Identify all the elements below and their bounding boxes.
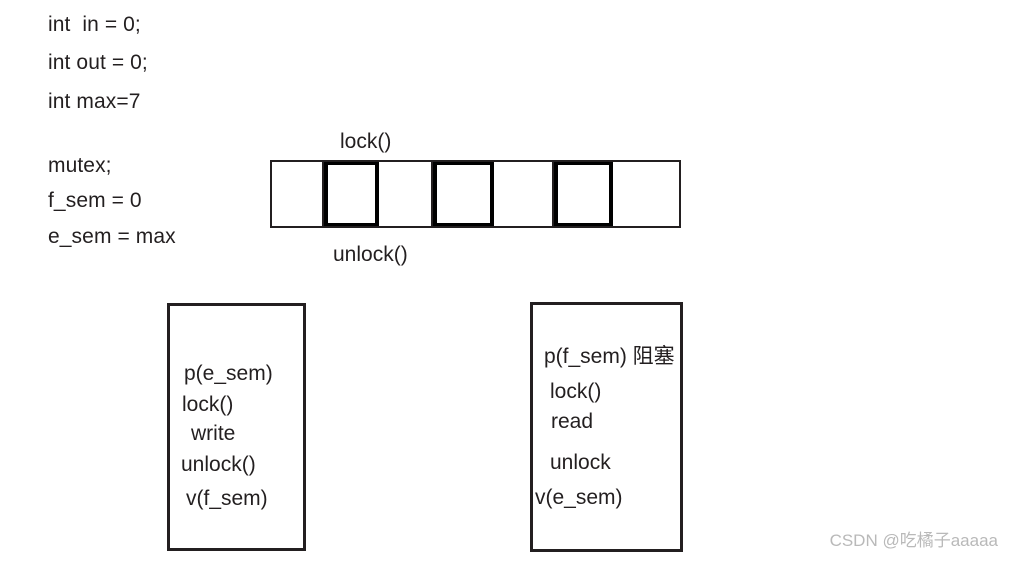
producer-line: unlock() [181,453,256,476]
declaration-line: int out = 0; [48,51,148,74]
buffer-cell-4 [433,162,494,226]
consumer-line: unlock [550,451,611,474]
producer-line: v(f_sem) [186,487,268,510]
producer-line: lock() [182,393,234,416]
consumer-process-box: p(f_sem) 阻塞 lock() read unlock v(e_sem) [530,302,683,552]
buffer-unlock-label: unlock() [333,243,408,266]
buffer-cell-7 [613,162,679,226]
declaration-line: int in = 0; [48,13,141,36]
declaration-line: f_sem = 0 [48,189,142,212]
consumer-line: v(e_sem) [535,486,623,509]
producer-line: p(e_sem) [184,362,273,385]
declaration-line: int max=7 [48,90,141,113]
watermark-label: CSDN @吃橘子aaaaa [829,531,998,550]
shared-buffer [270,160,681,228]
buffer-cell-1 [272,162,324,226]
declaration-line: e_sem = max [48,225,176,248]
buffer-cell-3 [379,162,433,226]
producer-line: write [191,422,236,445]
declaration-line: mutex; [48,154,112,177]
buffer-cell-6 [554,162,613,226]
consumer-line: p(f_sem) 阻塞 [544,345,675,368]
producer-process-box: p(e_sem) lock() write unlock() v(f_sem) [167,303,306,551]
consumer-line: read [551,410,594,433]
buffer-lock-label: lock() [340,130,392,153]
consumer-line: lock() [550,380,602,403]
buffer-cell-2 [324,162,379,226]
buffer-cell-5 [494,162,554,226]
